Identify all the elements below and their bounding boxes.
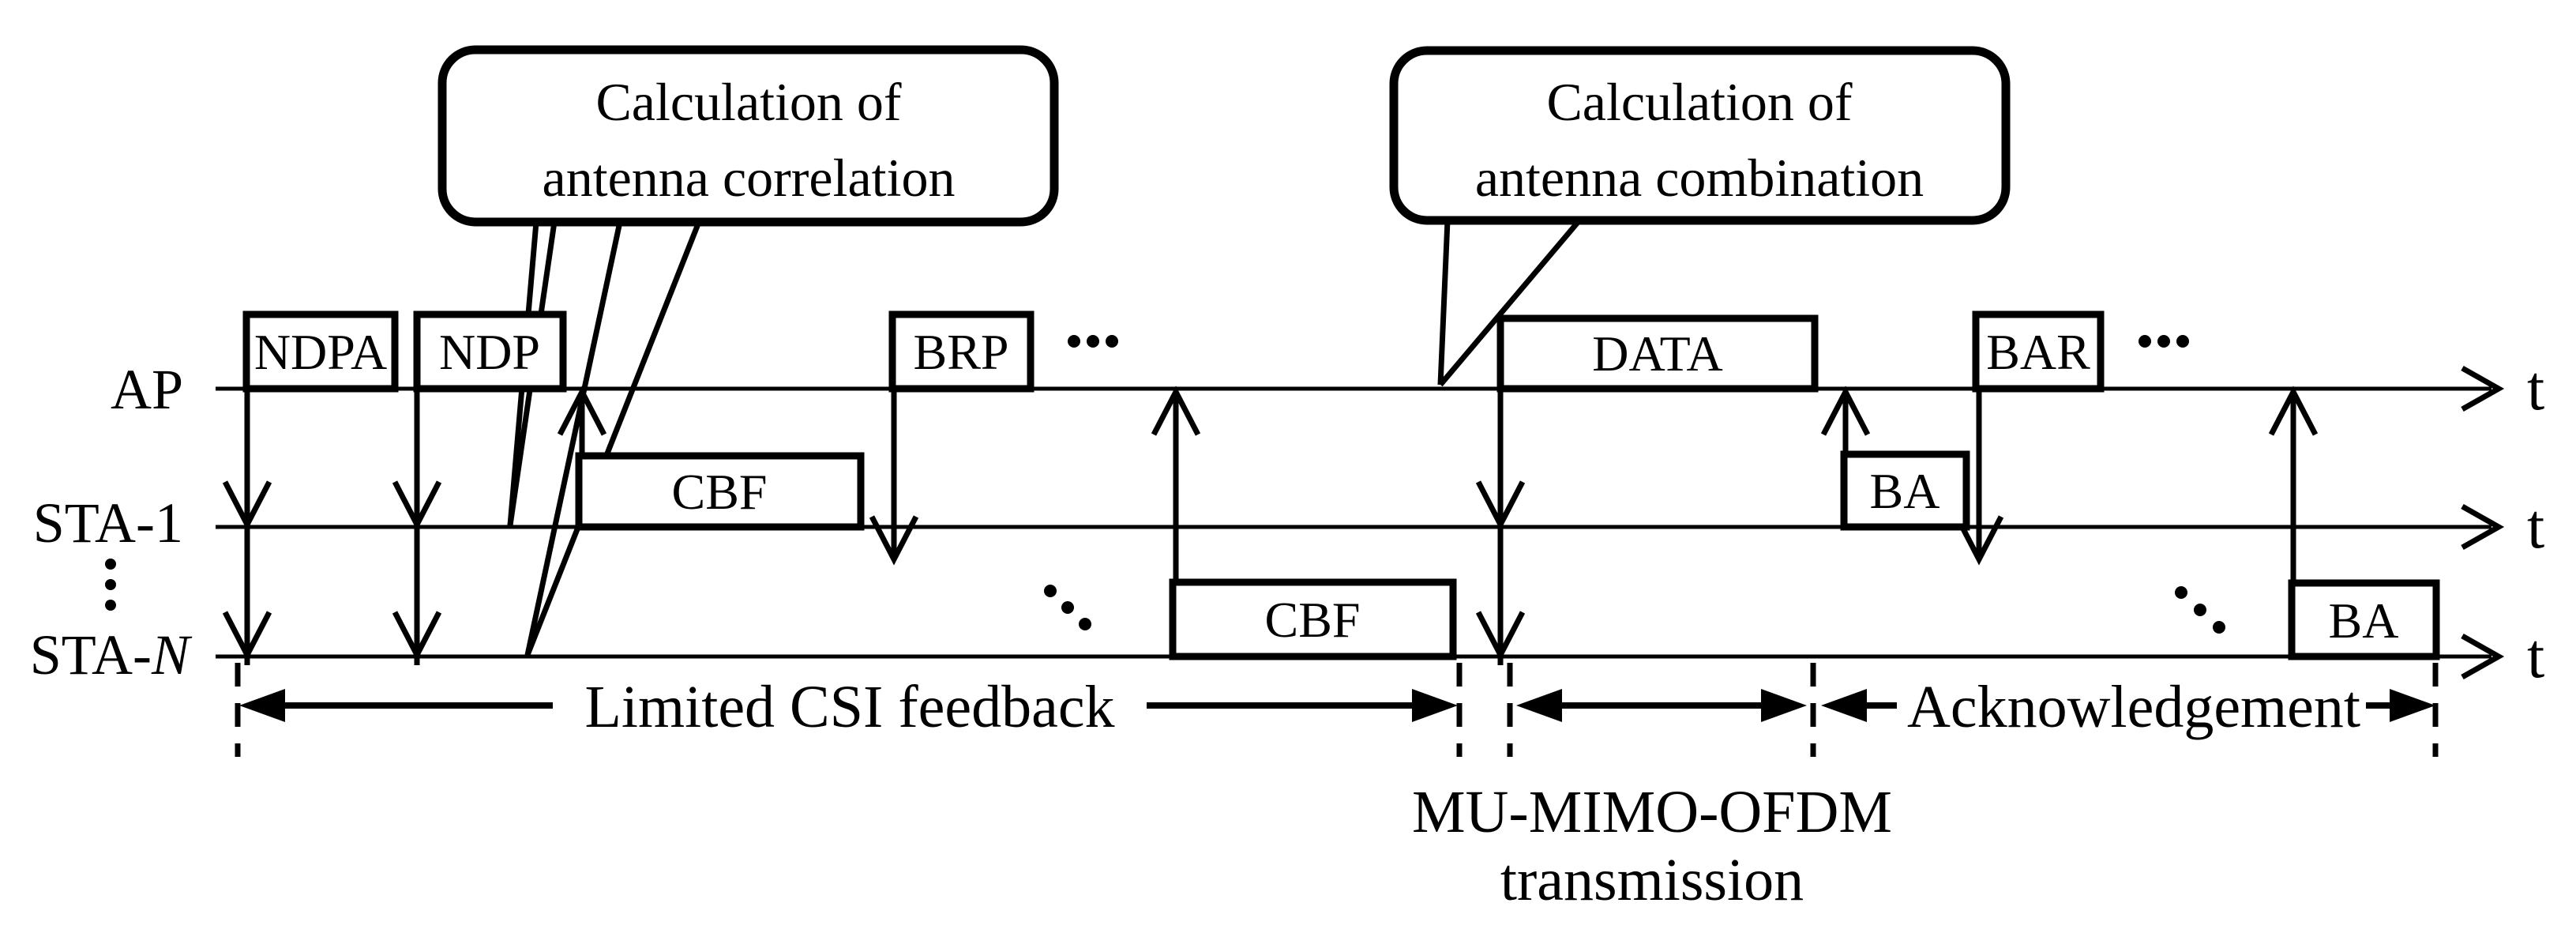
ellipsis-after-bar xyxy=(2139,335,2189,348)
row-ellipsis-vertical xyxy=(105,559,116,611)
arrowhead-up-icon xyxy=(1151,386,1201,436)
frame-brp-label: BRP xyxy=(914,324,1009,380)
span-csi-feedback-label: Limited CSI feedback xyxy=(584,674,1114,740)
sta1-time-label: t xyxy=(2527,492,2544,562)
frame-data-label: DATA xyxy=(1592,325,1723,382)
transmission-arrows xyxy=(222,386,2319,665)
arrowhead-up-icon xyxy=(2268,386,2319,436)
callout-combination-line2: antenna combination xyxy=(1475,148,1924,208)
frame-ba-sta1-label: BA xyxy=(1870,463,1940,519)
bar-downlink-arrow xyxy=(1954,389,2004,566)
dot xyxy=(2213,621,2225,634)
frame-cbf-sta1: CBF xyxy=(575,452,865,531)
ndp-downlink-arrow xyxy=(392,389,442,665)
dot xyxy=(2176,335,2189,348)
arrowhead-right-icon xyxy=(2390,689,2435,722)
phase-boundaries xyxy=(235,663,2439,757)
frame-brp: BRP xyxy=(888,310,1035,393)
frame-cbf-stan: CBF xyxy=(1169,578,1457,660)
frame-bar: BAR xyxy=(1972,310,2105,393)
ellipsis-diagonal-ba xyxy=(2175,586,2225,634)
callout-combination-line1: Calculation of xyxy=(1546,72,1852,132)
row-label-stan: STA-N xyxy=(30,623,193,687)
sta1-time-axis-arrowhead xyxy=(2461,503,2505,551)
stan-time-label: t xyxy=(2527,622,2544,691)
dot xyxy=(1061,601,1074,614)
dot xyxy=(1079,618,1091,630)
arrowhead-down-icon xyxy=(392,611,442,661)
arrowhead-right-icon xyxy=(1761,689,1807,722)
arrowhead-down-icon xyxy=(222,480,272,531)
row-labels: AP STA-1 STA-N xyxy=(30,358,193,687)
arrowhead-up-icon xyxy=(1820,386,1871,436)
arrowhead-up-icon xyxy=(557,386,607,436)
dot xyxy=(2139,335,2151,348)
brp-downlink-arrow xyxy=(869,389,919,566)
callout-tail-spikes xyxy=(507,218,1582,656)
time-axis-labels: t t t xyxy=(2527,354,2544,691)
dot xyxy=(1106,335,1118,348)
dot xyxy=(2194,604,2206,616)
frame-data: DATA xyxy=(1496,314,1819,393)
frame-cbf-sta1-label: CBF xyxy=(672,464,768,520)
dot xyxy=(1068,335,1080,348)
arrowhead-left-icon xyxy=(1516,689,1562,722)
callout-antenna-combination: Calculation of antenna combination xyxy=(1389,46,2011,225)
ap-time-label: t xyxy=(2527,354,2544,423)
callout-correlation-line1: Calculation of xyxy=(595,72,901,132)
arrowhead-down-icon xyxy=(1475,480,1526,531)
combination-tail-left xyxy=(1437,220,1451,386)
row-label-sta1: STA-1 xyxy=(33,491,183,555)
row-label-ap: AP xyxy=(111,358,183,421)
correlation-tail-to-stan-right xyxy=(524,220,702,656)
mu-mimo-caption-line2: transmission xyxy=(1500,847,1804,913)
callout-correlation-line2: antenna correlation xyxy=(543,148,956,208)
arrowhead-down-icon xyxy=(1475,611,1526,661)
ellipsis-diagonal-cbf xyxy=(1044,585,1091,630)
arrowhead-left-icon xyxy=(1821,689,1867,722)
arrowhead-down-icon xyxy=(392,480,442,531)
arrowhead-down-icon xyxy=(222,611,272,661)
combination-tail-right xyxy=(1438,218,1582,387)
data-downlink-arrow xyxy=(1475,389,1526,665)
callout-antenna-correlation: Calculation of antenna correlation xyxy=(437,45,1059,227)
frame-boxes: NDPA NDP BRP DATA BAR CBF CBF BA xyxy=(242,310,2440,660)
frame-ba-stan: BA xyxy=(2288,579,2440,660)
dot xyxy=(105,559,116,570)
frame-bar-label: BAR xyxy=(1986,324,2090,380)
arrowhead-down-icon xyxy=(1954,515,2004,566)
phase-spans: Limited CSI feedback Acknowledgement xyxy=(239,674,2435,740)
ndpa-downlink-arrow xyxy=(222,389,272,665)
frame-ndpa-label: NDPA xyxy=(254,324,387,380)
correlation-tail-to-stan-left xyxy=(524,221,623,656)
dot xyxy=(105,600,116,611)
arrowhead-right-icon xyxy=(1412,689,1458,722)
frame-ndp-label: NDP xyxy=(439,324,540,380)
dot xyxy=(2175,586,2187,599)
ap-time-axis-arrowhead xyxy=(2461,365,2505,412)
dot xyxy=(2157,335,2170,348)
ellipsis-after-brp xyxy=(1068,335,1118,348)
repetition-dots xyxy=(1044,335,2225,634)
span-mu-mimo xyxy=(1516,689,1807,722)
mu-mimo-caption-line1: MU-MIMO-OFDM xyxy=(1412,779,1892,845)
span-acknowledgement-label: Acknowledgement xyxy=(1907,674,2360,740)
arrowhead-down-icon xyxy=(869,515,919,566)
stan-time-axis-arrowhead xyxy=(2461,633,2505,680)
dot xyxy=(105,579,116,590)
arrowhead-left-icon xyxy=(239,689,285,722)
callouts: Calculation of antenna correlation Calcu… xyxy=(437,45,2011,227)
span-acknowledgement: Acknowledgement xyxy=(1821,674,2435,740)
dot xyxy=(1044,585,1057,597)
mu-mimo-caption: MU-MIMO-OFDM transmission xyxy=(1412,779,1892,913)
frame-ndp: NDP xyxy=(413,310,567,393)
dot xyxy=(1087,335,1099,348)
frame-ba-stan-label: BA xyxy=(2329,593,2399,649)
frame-ba-sta1: BA xyxy=(1840,450,1970,531)
span-csi-feedback: Limited CSI feedback xyxy=(239,674,1458,740)
frame-cbf-stan-label: CBF xyxy=(1265,592,1361,648)
frame-ndpa: NDPA xyxy=(242,310,399,393)
